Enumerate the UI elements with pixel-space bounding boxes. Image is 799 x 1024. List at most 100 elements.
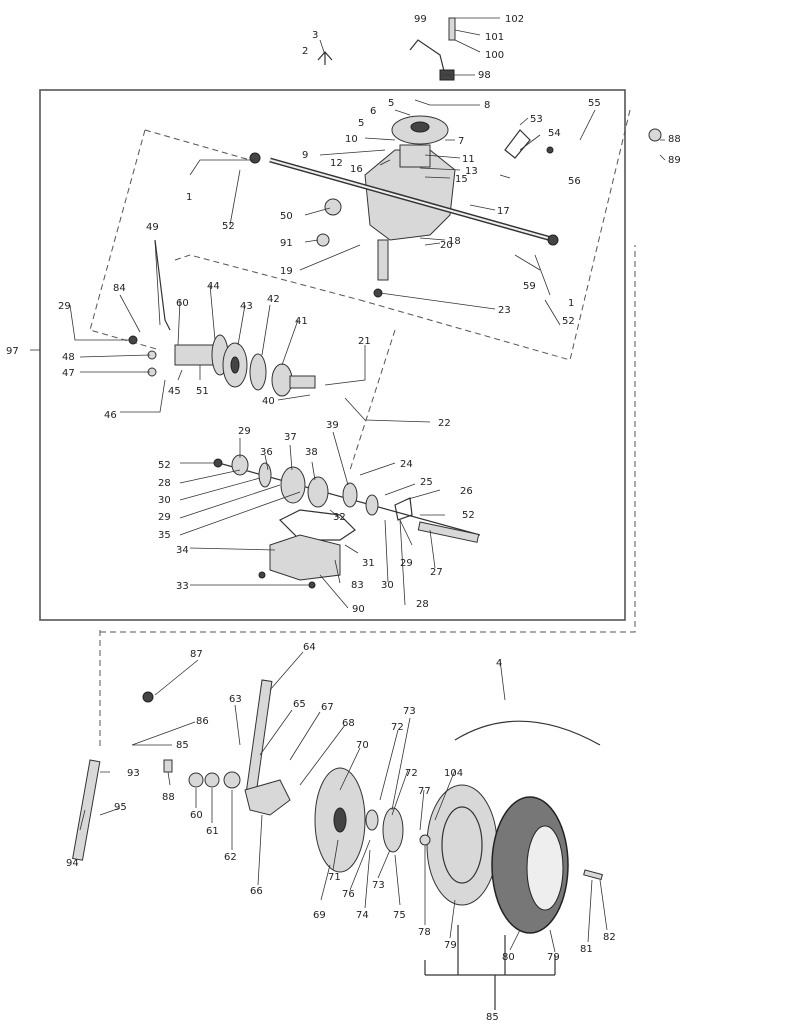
callout-label: 52 [158,460,171,471]
bracket-53 [504,129,531,159]
callout-label: 1 [568,298,574,309]
callout-label: 30 [381,580,394,591]
callout-label: 77 [418,786,431,797]
bolt-81 [583,869,603,881]
callout-label: 40 [262,396,275,407]
hub-79 [426,784,498,906]
callout-label: 70 [356,740,369,751]
callout-label: 62 [224,852,237,863]
gear-43-hub [230,356,240,374]
callout-label: 82 [603,932,616,943]
callout-label: 55 [588,98,601,109]
callout-label: 60 [176,298,189,309]
callout-label: 67 [321,702,334,713]
callout-label: 56 [568,176,581,187]
spring-stack [399,144,431,168]
dashed-outline-right [359,109,631,361]
callout-label: 86 [196,716,209,727]
callout-label: 80 [502,952,515,963]
gear-39 [342,482,358,508]
callout-label: 27 [430,567,443,578]
callout-label: 79 [444,940,457,951]
cable-99 [409,39,446,76]
callout-label: 13 [465,166,478,177]
dashed-outline-bottom [100,245,636,633]
callout-label: 52 [222,221,235,232]
bushing-50 [324,198,342,216]
screw-55 [546,146,554,154]
dashed-outline-mid [174,254,361,301]
gear-72 [365,809,379,831]
gear-42 [249,353,267,391]
callout-label: 29 [238,426,251,437]
bracket-85 [424,925,556,1010]
callout-label: 5 [358,118,364,129]
leader-lines [30,17,666,953]
callout-label: 6 [370,106,376,117]
callout-label: 101 [485,32,504,43]
callout-label: 72 [405,768,418,779]
callout-label: 73 [372,880,385,891]
bracket-26 [394,497,413,521]
callout-label: 9 [302,150,308,161]
gear-38 [307,476,329,508]
callout-label: 29 [58,301,71,312]
callout-label: 31 [362,558,375,569]
callout-label: 65 [293,699,306,710]
callout-label: 69 [313,910,326,921]
axle-27 [417,521,480,543]
arm-66 [244,779,291,816]
callout-label: 64 [303,642,316,653]
nut-52-lower-left [213,458,223,468]
callout-label: 36 [260,447,273,458]
wheel-plate-hub [333,807,347,833]
callout-label: 79 [547,952,560,963]
callout-label: 102 [505,14,524,25]
callout-label: 60 [190,810,203,821]
dashed-outline-vertical [349,329,396,471]
callout-label: 44 [207,281,220,292]
callout-label: 7 [458,136,464,147]
callout-label: 84 [113,283,126,294]
cover-34 [269,534,341,581]
callout-labels: 102 101 100 99 98 3 2 8 5 6 7 5 55 53 54… [6,14,681,1023]
gear-25 [365,494,379,516]
callout-label: 88 [668,134,681,145]
callout-label: 41 [295,316,308,327]
pulley-hub [410,121,430,133]
bracket-93 [72,759,101,861]
washer-60 [188,772,204,788]
tire-arc-4 [454,720,601,746]
callout-label: 32 [333,512,346,523]
callout-label: 76 [342,889,355,900]
callout-label: 78 [418,927,431,938]
callout-label: 52 [462,510,475,521]
callout-label: 97 [6,346,19,357]
callout-label: 38 [305,447,318,458]
callout-label: 43 [240,301,253,312]
callout-label: 19 [280,266,293,277]
hub-79-inner [441,806,483,884]
gear-73 [382,807,404,853]
callout-label: 83 [351,580,364,591]
callout-label: 100 [485,50,504,61]
callout-label: 54 [548,128,561,139]
callout-label: 12 [330,158,343,169]
main-shaft-17-core [269,159,556,241]
callout-label: 94 [66,858,79,869]
callout-label: 23 [498,305,511,316]
nut-91 [316,233,330,247]
callout-label: 47 [62,368,75,379]
washer-62 [223,771,241,789]
callout-label: 33 [176,581,189,592]
callout-label: 11 [462,154,475,165]
washer-61 [204,772,220,788]
callout-label: 29 [158,512,171,523]
lever-64 [246,679,273,791]
callout-label: 29 [400,558,413,569]
callout-label: 16 [350,164,363,175]
nut-52-top [249,152,261,164]
callout-label: 59 [523,281,536,292]
callout-label: 104 [444,768,463,779]
callout-label: 91 [280,238,293,249]
